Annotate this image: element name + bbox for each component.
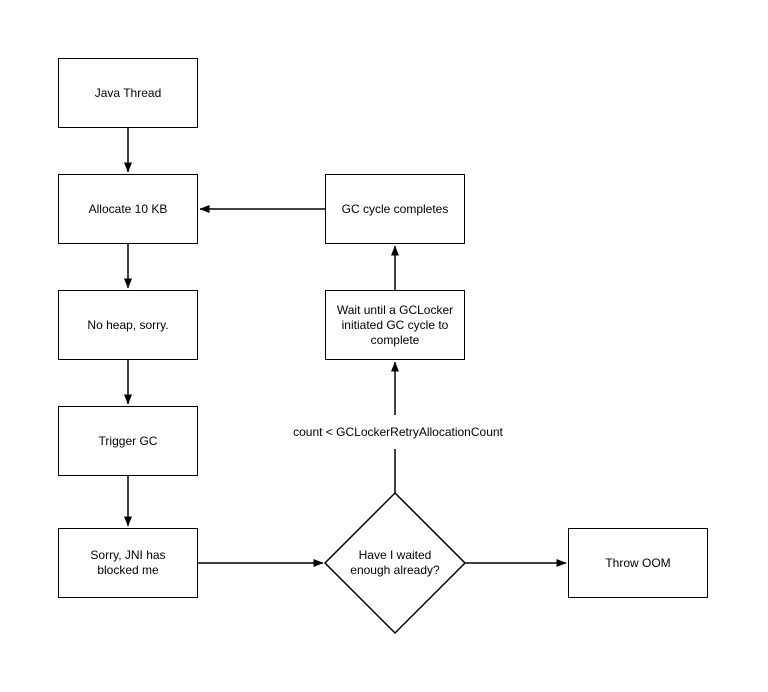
node-allocate: Allocate 10 KB (58, 174, 198, 244)
node-decision-label: Have I waited enough already? (350, 548, 440, 577)
node-trigger-gc-label: Trigger GC (98, 433, 158, 448)
node-java-thread: Java Thread (58, 58, 198, 128)
node-decision: Have I waited enough already? (325, 493, 465, 633)
node-jni-blocked: Sorry, JNI has blocked me (58, 528, 198, 598)
node-wait-gclocker-label: Wait until a GCLocker initiated GC cycle… (336, 302, 454, 347)
edge-label-count-condition: count < GCLockerRetryAllocationCount (289, 415, 507, 449)
node-no-heap-label: No heap, sorry. (87, 317, 169, 332)
decision-diamond-shape (323, 491, 467, 635)
node-wait-gclocker: Wait until a GCLocker initiated GC cycle… (325, 290, 465, 360)
node-gc-cycle-completes-label: GC cycle completes (341, 201, 449, 216)
node-java-thread-label: Java Thread (94, 85, 162, 100)
node-trigger-gc: Trigger GC (58, 406, 198, 476)
node-throw-oom-label: Throw OOM (605, 555, 671, 570)
node-jni-blocked-label: Sorry, JNI has blocked me (90, 548, 166, 577)
node-throw-oom: Throw OOM (568, 528, 708, 598)
node-no-heap: No heap, sorry. (58, 290, 198, 360)
node-gc-cycle-completes: GC cycle completes (325, 174, 465, 244)
node-allocate-label: Allocate 10 KB (88, 201, 168, 216)
